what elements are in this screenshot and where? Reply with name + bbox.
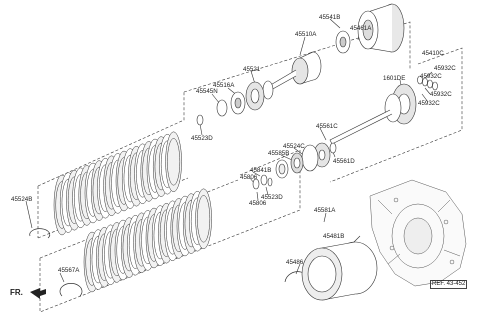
clutch-disc-stack-lower <box>83 188 212 293</box>
label-45561d: 45561D <box>333 158 355 165</box>
clutch-disc-inner <box>197 195 211 243</box>
label-45545n: 45545N <box>196 88 218 95</box>
label-45410c: 45410C <box>422 50 444 57</box>
snap-ring-45567a <box>59 283 83 297</box>
output-shaft-45410c <box>329 75 438 145</box>
label-45524b: 45524B <box>11 196 33 203</box>
transmission-case <box>369 179 467 287</box>
clutch-disc <box>165 131 182 193</box>
gear-set-middle <box>252 142 337 190</box>
label-45932c-4: 45932C <box>418 100 440 107</box>
label-1601de: 1601DE <box>383 75 406 82</box>
label-45841b: 45841B <box>250 167 272 174</box>
shaft-45510a <box>261 51 322 100</box>
label-45486: 45486 <box>286 259 304 266</box>
label-45932c-3: 45932C <box>430 91 452 98</box>
clutch-disc <box>195 188 212 250</box>
label-45567a: 45567A <box>58 267 80 274</box>
label-45581a: 45581A <box>314 207 336 214</box>
label-45523d-top: 45523D <box>191 135 213 142</box>
label-45524c: 45524C <box>283 143 305 150</box>
clutch-disc-inner <box>167 138 181 186</box>
label-45523d-mid: 45523D <box>261 194 283 201</box>
lower-group-outline <box>39 172 301 313</box>
label-45516a: 45516A <box>213 82 235 89</box>
label-45806-2: 45806 <box>249 200 267 207</box>
label-45461a: 45461A <box>350 25 372 32</box>
reference-label[interactable]: REF. 43-452 <box>430 280 468 289</box>
label-45932c-1: 45932C <box>434 65 456 72</box>
label-45806-1: 45806 <box>240 174 258 181</box>
clutch-disc-stack-upper <box>53 131 182 236</box>
label-45521: 45521 <box>243 66 261 73</box>
gear-set-upper <box>196 81 265 126</box>
shaft-group-outline <box>329 47 463 183</box>
label-45561c: 45561C <box>316 123 338 130</box>
drum-45481b <box>301 241 378 301</box>
label-45510a: 45510A <box>295 31 317 38</box>
upper-group-outline <box>183 21 411 93</box>
label-45585b: 45585B <box>268 150 290 157</box>
drum-assembly-top <box>335 3 405 54</box>
label-45932c-2: 45932C <box>420 73 442 80</box>
label-45541b: 45541B <box>319 14 341 21</box>
front-direction-arrow-icon <box>30 288 46 299</box>
label-45481b: 45481B <box>323 233 345 240</box>
snap-ring-45524b <box>29 228 51 239</box>
front-direction-label: FR. <box>10 288 23 297</box>
